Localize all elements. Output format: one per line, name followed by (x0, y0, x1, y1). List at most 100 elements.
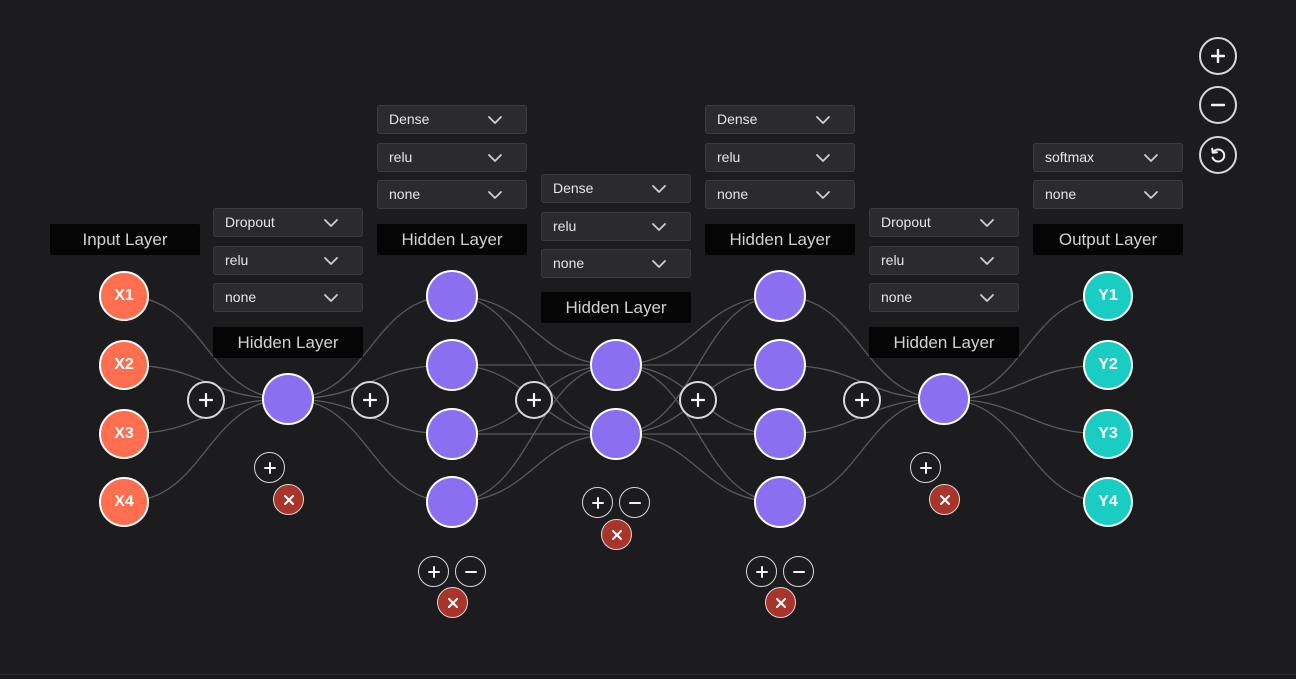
output-node-y1[interactable]: Y1 (1083, 271, 1133, 321)
layer-title-input: Input Layer (50, 224, 200, 255)
hidden-node[interactable] (262, 373, 314, 425)
reset-icon (1211, 147, 1226, 163)
connection-edge (779, 295, 945, 400)
zoom-out-button[interactable] (1199, 86, 1237, 124)
insert-layer-button[interactable] (515, 381, 553, 419)
add-node-button[interactable] (254, 452, 285, 483)
delete-layer-button[interactable] (437, 587, 468, 618)
select-value: relu (553, 218, 577, 234)
input-node-x4[interactable]: X4 (99, 477, 149, 527)
delete-layer-button[interactable] (601, 519, 632, 550)
plus-icon (427, 565, 440, 578)
regularization-select[interactable]: none (213, 283, 363, 312)
regularization-select[interactable]: none (869, 283, 1019, 312)
chevron-down-icon (324, 257, 338, 265)
select-value: none (553, 255, 585, 271)
activation-select[interactable]: relu (377, 143, 527, 172)
hidden-node[interactable] (426, 408, 478, 460)
remove-node-button[interactable] (619, 487, 650, 518)
select-value: none (389, 186, 421, 202)
input-node-x1[interactable]: X1 (99, 271, 149, 321)
select-value: Dense (717, 111, 758, 127)
layer-type-select[interactable]: Dense (541, 174, 691, 203)
regularization-select[interactable]: none (541, 249, 691, 278)
activation-select[interactable]: relu (705, 143, 855, 172)
hidden-node[interactable] (754, 339, 806, 391)
plus-icon (363, 393, 377, 407)
activation-select[interactable]: relu (541, 212, 691, 241)
layer-type-select[interactable]: Dense (705, 105, 855, 134)
connection-edge (615, 295, 781, 435)
layer-type-select[interactable]: Dense (377, 105, 527, 134)
activation-select[interactable]: relu (213, 246, 363, 275)
select-value: relu (389, 149, 413, 165)
close-icon (611, 529, 622, 540)
hidden-node[interactable] (754, 270, 806, 322)
regularization-select[interactable]: none (705, 180, 855, 209)
layer-title-hidden-3: Hidden Layer (541, 292, 691, 323)
select-value: none (1045, 186, 1077, 202)
select-value: relu (881, 252, 905, 268)
hidden-node[interactable] (754, 408, 806, 460)
chevron-down-icon (652, 260, 666, 268)
plus-icon (199, 393, 213, 407)
close-icon (939, 494, 950, 505)
chevron-down-icon (652, 223, 666, 231)
select-value: relu (225, 252, 249, 268)
chevron-down-icon (816, 116, 830, 124)
chevron-down-icon (980, 294, 994, 302)
insert-layer-button[interactable] (679, 381, 717, 419)
chevron-down-icon (324, 294, 338, 302)
remove-node-button[interactable] (455, 556, 486, 587)
hidden-node[interactable] (590, 339, 642, 391)
input-node-x3[interactable]: X3 (99, 409, 149, 459)
regularization-select[interactable]: none (377, 180, 527, 209)
chevron-down-icon (324, 219, 338, 227)
hidden-node[interactable] (754, 476, 806, 528)
output-node-y4[interactable]: Y4 (1083, 477, 1133, 527)
hidden-node[interactable] (426, 339, 478, 391)
hidden-node[interactable] (918, 373, 970, 425)
add-node-button[interactable] (746, 556, 777, 587)
plus-icon (591, 496, 604, 509)
activation-select[interactable]: softmax (1033, 143, 1183, 172)
hidden-node[interactable] (590, 408, 642, 460)
plus-icon (527, 393, 541, 407)
delete-layer-button[interactable] (765, 587, 796, 618)
add-node-button[interactable] (418, 556, 449, 587)
select-value: Dropout (225, 214, 275, 230)
output-node-y2[interactable]: Y2 (1083, 340, 1133, 390)
add-node-button[interactable] (910, 452, 941, 483)
insert-layer-button[interactable] (843, 381, 881, 419)
add-node-button[interactable] (582, 487, 613, 518)
layer-type-select[interactable]: Dropout (869, 208, 1019, 237)
remove-node-button[interactable] (783, 556, 814, 587)
connection-edge (943, 398, 1109, 503)
insert-layer-button[interactable] (187, 381, 225, 419)
connection-edge (451, 364, 617, 503)
plus-icon (263, 461, 276, 474)
hidden-node[interactable] (426, 476, 478, 528)
select-value: none (225, 289, 257, 305)
zoom-in-button[interactable] (1199, 37, 1237, 75)
connection-edge (451, 433, 617, 503)
insert-layer-button[interactable] (351, 381, 389, 419)
minus-icon (1211, 103, 1225, 107)
connection-edge (779, 398, 945, 503)
layer-type-select[interactable]: Dropout (213, 208, 363, 237)
delete-layer-button[interactable] (273, 484, 304, 515)
output-node-y3[interactable]: Y3 (1083, 409, 1133, 459)
chevron-down-icon (488, 116, 502, 124)
minus-icon (464, 570, 477, 573)
delete-layer-button[interactable] (929, 484, 960, 515)
layer-title-hidden-1: Hidden Layer (213, 327, 363, 358)
select-value: softmax (1045, 149, 1095, 165)
hidden-node[interactable] (426, 270, 478, 322)
input-node-x2[interactable]: X2 (99, 340, 149, 390)
select-value: Dense (553, 180, 594, 196)
activation-select[interactable]: relu (869, 246, 1019, 275)
reset-view-button[interactable] (1199, 136, 1237, 174)
close-icon (447, 597, 458, 608)
regularization-select[interactable]: none (1033, 180, 1183, 209)
